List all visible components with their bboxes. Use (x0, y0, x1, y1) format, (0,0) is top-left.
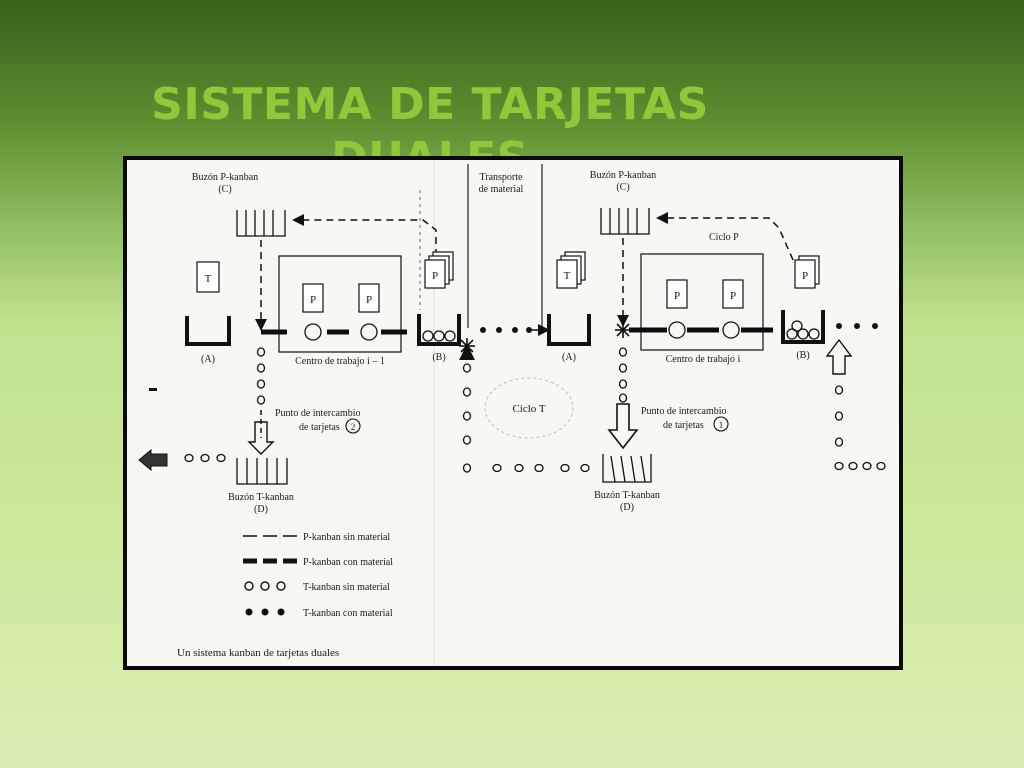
right-exchange-label-1: Punto de intercambio (641, 406, 727, 417)
transport-label-2: de material (479, 184, 524, 195)
right-workpiece-2 (722, 321, 740, 339)
left-outbound-parts (422, 330, 456, 342)
right-exchange-number: 1 (719, 420, 724, 430)
figure-caption: Un sistema kanban de tarjetas duales (177, 647, 339, 659)
right-p-mailbox-label: Buzón P-kanban (590, 170, 656, 181)
legend-t-kanban-full-swatch (245, 608, 285, 616)
cycle-t-label: Ciclo T (512, 403, 545, 415)
right-outgoing-t-kanban-full (836, 323, 878, 329)
legend: P-kanban sin material P-kanban con mater… (243, 532, 393, 619)
left-p-kanban-return-path (292, 214, 437, 268)
left-inbound-label: (A) (201, 354, 215, 365)
legend-t-kanban-empty-swatch (244, 581, 286, 591)
right-exchange-arrow (607, 403, 639, 450)
scan-mark (149, 388, 157, 391)
left-exchange-label-2: de tarjetas (299, 422, 340, 433)
right-t-mailbox-tag: (D) (620, 502, 634, 513)
svg-text:T: T (564, 270, 571, 282)
right-asterisk-marker (615, 322, 631, 338)
right-t-kanban-mailbox (602, 454, 652, 483)
svg-text:P: P (432, 270, 438, 282)
right-t-kanban-empty-path (618, 347, 628, 403)
left-exchange-label-1: Punto de intercambio (275, 408, 361, 419)
right-workcenter-box (640, 253, 764, 351)
legend-t-kanban-full-label: T-kanban con material (303, 608, 393, 619)
left-t-kanban-empty-path (256, 347, 266, 405)
left-p-card-1: P (302, 283, 324, 313)
left-p-kanban-mailbox (236, 210, 286, 237)
right-p-card-1: P (666, 279, 688, 309)
legend-p-kanban-full-label: P-kanban con material (303, 557, 393, 568)
left-workcenter-label: Centro de trabajo i – 1 (295, 356, 385, 367)
right-outbound-parts (786, 320, 820, 340)
left-exchange-number-circle (345, 418, 361, 434)
left-outgoing-arrow (138, 448, 168, 472)
svg-text:P: P (802, 270, 808, 282)
legend-t-kanban-empty-label: T-kanban sin material (303, 582, 390, 593)
svg-text:P: P (730, 290, 736, 302)
cycle-t-loop-empty (462, 363, 590, 473)
transport-label-1: Transporte (480, 172, 524, 183)
right-workcenter-label: Centro de trabajo i (666, 354, 741, 365)
right-inbound-label: (A) (562, 352, 576, 363)
right-p-kanban-return-path (656, 212, 794, 261)
left-t-kanban-mailbox (236, 458, 288, 485)
diagram-canvas: Buzón P-kanban (C) T (A) P (138, 160, 886, 666)
right-t-mailbox-label: Buzón T-kanban (594, 490, 660, 501)
left-outgoing-t-kanban (184, 453, 226, 463)
left-workpiece-2 (360, 323, 378, 341)
left-p-mailbox-label: Buzón P-kanban (192, 172, 258, 183)
svg-text:T: T (205, 273, 212, 285)
right-t-card-stack: T (556, 251, 586, 289)
right-inbound-container (547, 314, 591, 346)
right-workpiece-1 (668, 321, 686, 339)
right-outbound-label: (B) (796, 350, 809, 361)
svg-text:P: P (366, 294, 372, 306)
left-outbound-container (417, 314, 461, 346)
right-exchange-label-2: de tarjetas (663, 420, 704, 431)
left-inbound-container (185, 316, 231, 346)
svg-text:P: P (310, 294, 316, 306)
right-p-mailbox-tag: (C) (616, 182, 629, 193)
right-incoming-arrow (825, 338, 853, 375)
left-workcenter-box (278, 255, 402, 353)
right-p-kanban-mailbox (600, 208, 650, 235)
left-t-mailbox-tag: (D) (254, 504, 268, 515)
left-t-card-icon: T (196, 261, 220, 293)
left-outbound-label: (B) (432, 352, 445, 363)
cycle-t-ellipse (484, 377, 574, 439)
left-exchange-number: 2 (351, 422, 356, 432)
right-p-card-stack: P (794, 255, 820, 289)
left-exchange-arrow (247, 421, 275, 455)
right-p-card-2: P (722, 279, 744, 309)
left-p-card-2: P (358, 283, 380, 313)
right-exchange-number-circle (713, 416, 729, 432)
left-p-mailbox-tag: (C) (218, 184, 231, 195)
cycle-p-label: Ciclo P (709, 232, 739, 243)
left-p-card-stack: P (424, 251, 454, 289)
legend-p-kanban-empty-label: P-kanban sin material (303, 532, 390, 543)
right-incoming-t-kanban (834, 385, 886, 471)
kanban-diagram: Buzón P-kanban (C) T (A) P (123, 156, 903, 670)
left-workpiece-1 (304, 323, 322, 341)
transport-t-kanban-full-flow (480, 327, 532, 333)
svg-text:P: P (674, 290, 680, 302)
right-outbound-container (781, 310, 825, 344)
left-t-mailbox-label: Buzón T-kanban (228, 492, 294, 503)
